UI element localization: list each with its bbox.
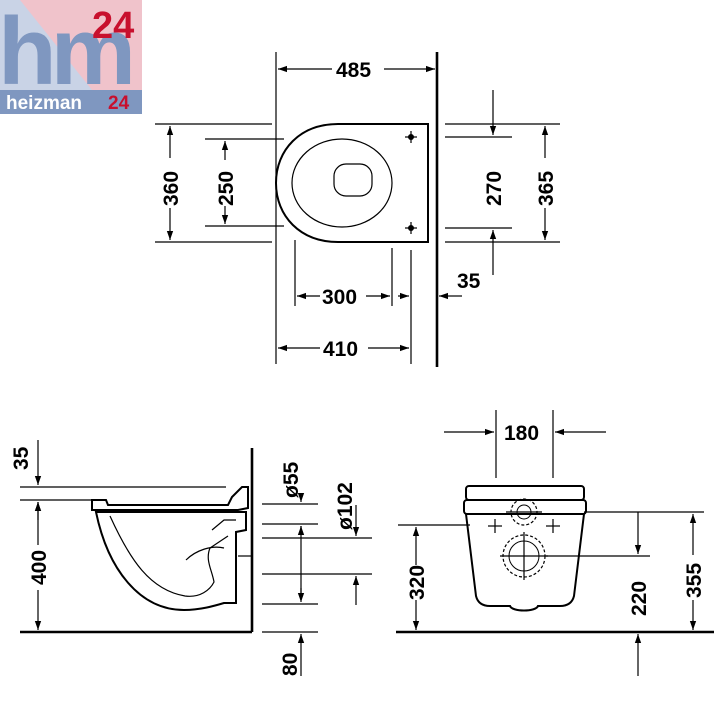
logo-tagline-number: 24	[108, 93, 130, 114]
top-seat-inner	[291, 138, 393, 228]
dim-300: 300	[322, 286, 357, 309]
dim-35-top: 35	[457, 270, 481, 293]
logo-text: hm	[0, 0, 131, 105]
logo-graphic: hm 24 heizman 24	[0, 0, 142, 114]
dim-35-side: 35	[10, 446, 33, 470]
fixing-point-icon	[488, 519, 502, 533]
dim-pipe-102: ø102	[334, 482, 357, 530]
dim-270: 270	[483, 171, 506, 206]
dim-360: 360	[160, 171, 183, 206]
fixing-point-icon	[546, 519, 560, 533]
dim-220: 220	[628, 581, 651, 616]
front-view: 180 320 220 355	[396, 410, 714, 676]
dim-320: 320	[406, 565, 429, 600]
dim-pipe-55: ø55	[280, 461, 303, 498]
fixing-point-icon	[405, 131, 417, 143]
front-seat	[465, 485, 585, 501]
dim-250: 250	[215, 171, 238, 206]
front-bowl	[464, 513, 586, 612]
dim-80: 80	[279, 653, 302, 676]
dim-410: 410	[323, 338, 358, 361]
logo-tagline-name: heizman	[6, 93, 82, 114]
dim-365: 365	[535, 171, 558, 206]
top-drain-shape	[333, 163, 373, 197]
dim-180: 180	[504, 422, 539, 445]
dim-400: 400	[28, 550, 51, 585]
side-bowl-inner	[109, 515, 229, 597]
side-bowl	[94, 511, 247, 612]
side-view: 35 400 ø55 ø102 80	[10, 440, 372, 676]
top-bowl-outline	[274, 123, 429, 243]
heizman24-logo: hm 24 heizman 24	[0, 0, 142, 114]
logo-number: 24	[92, 5, 134, 47]
fixing-point-icon	[405, 222, 417, 234]
dim-355: 355	[683, 563, 706, 598]
dim-485: 485	[336, 59, 371, 82]
top-view: 485 300 35 410 360 250 270 365	[155, 52, 560, 367]
side-seat	[91, 486, 249, 511]
